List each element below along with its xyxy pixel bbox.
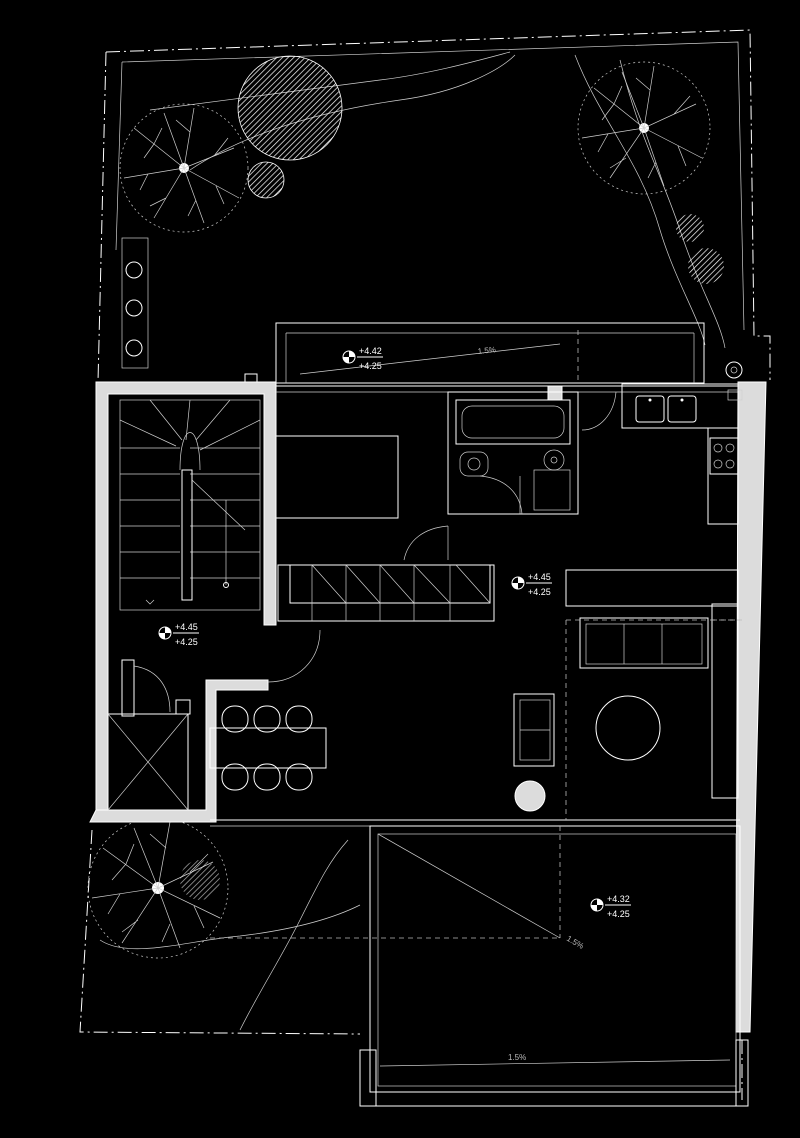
north-terrace xyxy=(275,322,705,384)
tree-southwest xyxy=(87,817,229,959)
slope-south-diagonal: 1.5% xyxy=(565,934,585,951)
slope-labels: 1.5% 1.5% 1.5% xyxy=(477,345,585,1062)
level-markers xyxy=(158,350,631,912)
level-stair-upper: +4.45 xyxy=(175,622,198,632)
level-terrace-north-upper: +4.42 xyxy=(359,346,382,356)
sofa xyxy=(579,617,709,669)
shrub-large xyxy=(237,55,343,161)
shrub-southwest xyxy=(180,860,220,900)
shrub-east xyxy=(676,214,724,284)
living-dashed xyxy=(565,619,740,820)
dining-table xyxy=(209,705,327,791)
doors xyxy=(267,391,617,683)
terrain-lines xyxy=(99,51,726,1031)
column xyxy=(514,780,546,812)
level-living-lower: +4.25 xyxy=(528,587,551,597)
bathroom xyxy=(447,391,579,515)
level-terrace-south-upper: +4.32 xyxy=(607,894,630,904)
stepping-stones xyxy=(121,237,149,369)
kitchen xyxy=(565,361,743,799)
level-living-upper: +4.45 xyxy=(528,572,551,582)
plot-boundary xyxy=(79,29,771,1100)
bed xyxy=(275,435,399,519)
south-terrace xyxy=(210,825,749,1107)
slope-south-bottom: 1.5% xyxy=(508,1053,526,1062)
level-terrace-north-lower: +4.25 xyxy=(359,361,382,371)
armchair xyxy=(513,693,555,767)
tree-northeast xyxy=(577,61,711,195)
building-walls xyxy=(210,373,767,1033)
level-labels: +4.42 +4.25 +4.45 +4.25 +4.45 +4.25 +4.3… xyxy=(175,346,630,919)
shrub-small xyxy=(247,161,285,199)
stair-tower xyxy=(89,381,277,823)
tree-northwest xyxy=(119,103,249,233)
coffee-table xyxy=(595,695,661,761)
level-terrace-south-lower: +4.25 xyxy=(607,909,630,919)
wardrobe xyxy=(277,564,495,622)
slope-north: 1.5% xyxy=(477,345,496,356)
level-stair-lower: +4.25 xyxy=(175,637,198,647)
